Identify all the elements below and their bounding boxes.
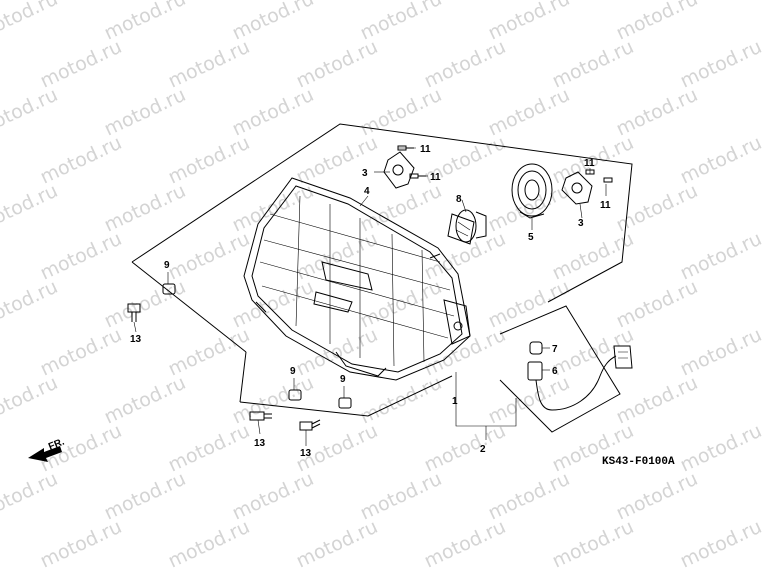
- headlight-housing: [243, 177, 471, 381]
- watermark-text-22: motod.ru: [0, 84, 61, 141]
- callout-8: 8: [456, 194, 462, 205]
- watermark-text-88: motod.ru: [421, 516, 509, 573]
- callout-9-left: 9: [164, 260, 170, 271]
- grommet-parts: [162, 283, 352, 409]
- diagram-code: KS43-F0100A: [602, 456, 675, 468]
- bolt-parts: [127, 303, 321, 431]
- callout-13-bottom: 13: [254, 438, 266, 449]
- watermark-text-89: motod.ru: [549, 516, 637, 573]
- watermark-text-78: motod.ru: [0, 468, 61, 525]
- watermark-text-50: motod.ru: [0, 276, 61, 333]
- watermark-text-90: motod.ru: [677, 516, 765, 573]
- front-direction-arrow-icon: [28, 446, 62, 462]
- watermark-text-64: motod.ru: [0, 372, 61, 429]
- callout-4: 4: [364, 186, 370, 197]
- adjuster-bracket-left: [383, 151, 415, 189]
- callout-1: 1: [452, 396, 458, 407]
- callout-13-bottom-right: 13: [300, 448, 312, 459]
- assembly-outline: [131, 123, 633, 433]
- callout-11-mid: 11: [430, 172, 441, 183]
- callout-9-right: 9: [340, 374, 346, 385]
- callout-2: 2: [480, 444, 486, 455]
- callout-11-right-upper: 11: [584, 158, 595, 169]
- callout-3-left: 3: [362, 168, 368, 179]
- leader-lines: [133, 147, 607, 446]
- watermark-text-87: motod.ru: [293, 516, 381, 573]
- callout-5: 5: [528, 232, 534, 243]
- callout-11-right-lower: 11: [600, 200, 611, 211]
- socket-cover: [511, 163, 553, 219]
- callout-labels: 2 1 3 3 4 5 6 7 8 9 9 9 11 11 11 11 13 1…: [130, 144, 611, 459]
- watermark-text-86: motod.ru: [165, 516, 253, 573]
- watermark-text-8: motod.ru: [0, 0, 61, 45]
- callout-11-top: 11: [420, 144, 431, 155]
- callout-3-right: 3: [578, 218, 584, 229]
- callout-13-left: 13: [130, 334, 142, 345]
- callout-9-mid: 9: [290, 366, 296, 377]
- watermark-text-36: motod.ru: [0, 180, 61, 237]
- headlight-bulb: [447, 209, 487, 245]
- callout-6: 6: [552, 366, 558, 377]
- watermark-text-85: motod.ru: [37, 516, 125, 573]
- callout-7: 7: [552, 344, 558, 355]
- adjuster-bracket-right: [561, 171, 593, 205]
